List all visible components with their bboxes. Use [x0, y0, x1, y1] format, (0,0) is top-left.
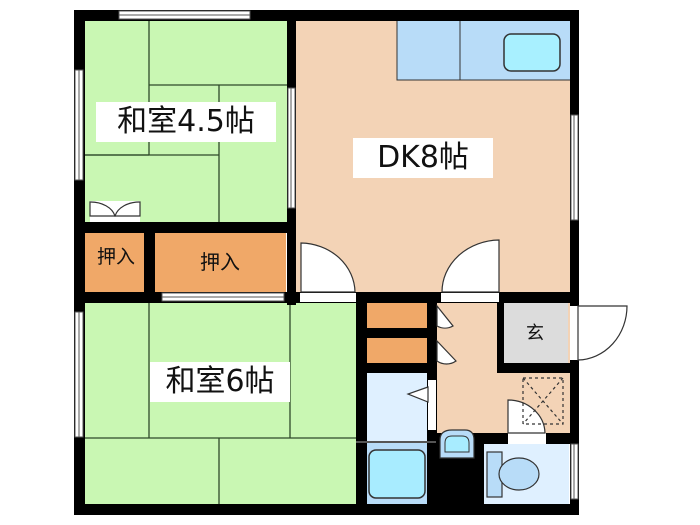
oshiire-small-floor: [84, 233, 144, 292]
room-label-washitsu-4-5: 和室4.5帖: [96, 102, 276, 142]
washitsu-6-floor: [84, 302, 356, 504]
room-label-oshiire-large: 押入: [200, 250, 240, 274]
room-label-washitsu-6: 和室6帖: [150, 362, 290, 402]
closet-hall-2: [367, 338, 427, 363]
kitchen-sink: [503, 33, 561, 72]
tatami-lines: [84, 20, 356, 504]
windows: [74, 10, 579, 500]
genkan-floor: [503, 303, 568, 363]
room-label-genkan: 玄: [526, 323, 544, 344]
oshiire-large-floor: [155, 233, 286, 292]
wash-basin: [439, 429, 475, 459]
washroom-floor: [367, 373, 427, 441]
toilet: [486, 451, 540, 498]
room-label-oshiire-small: 押入: [96, 245, 135, 268]
bathtub: [368, 449, 426, 499]
doors: [89, 201, 628, 444]
closet-hall-1: [367, 303, 427, 328]
shoe-cabinet: [522, 377, 564, 425]
room-label-dk: DK8帖: [353, 138, 493, 178]
